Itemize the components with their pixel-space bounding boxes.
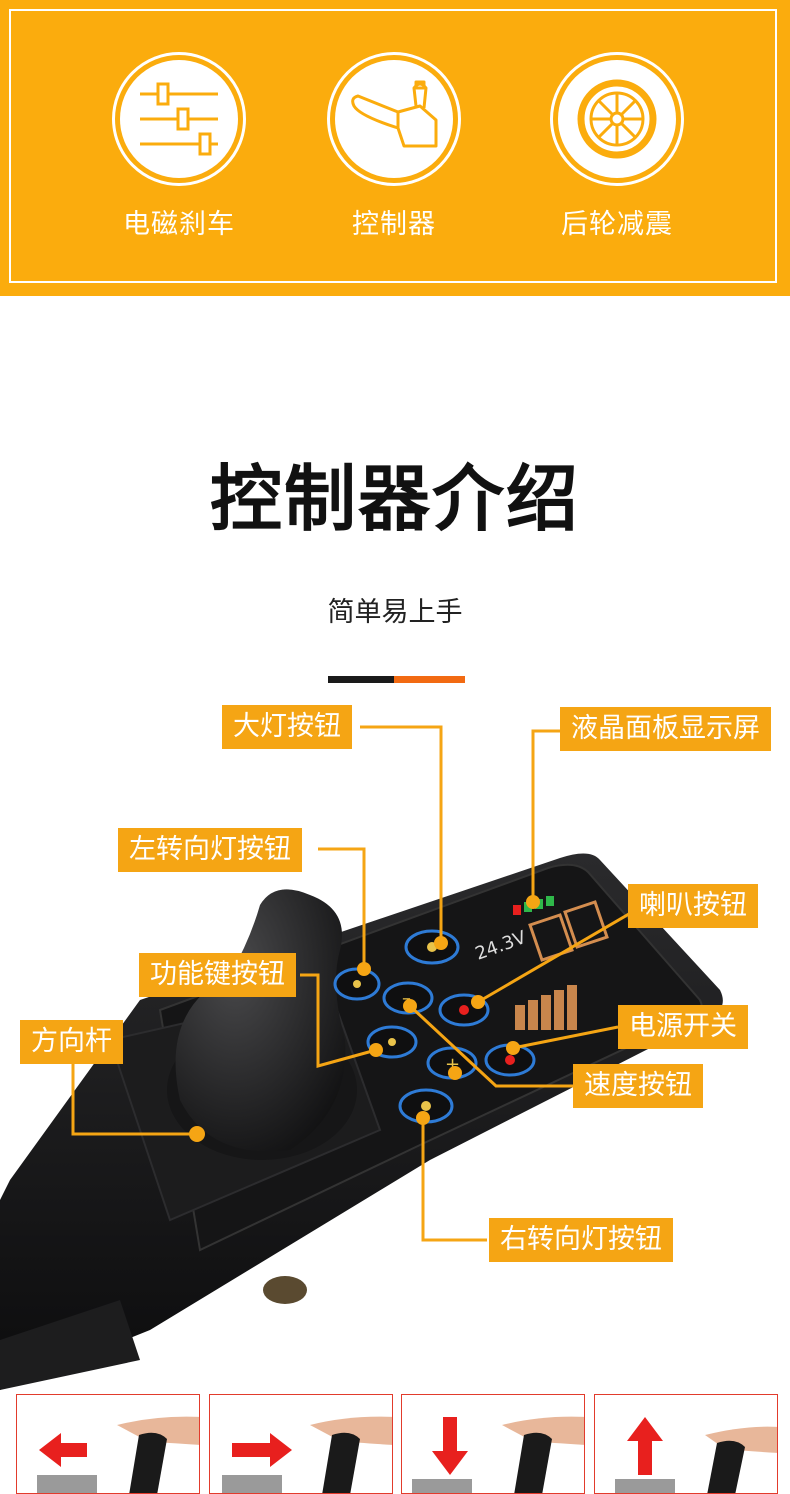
left-arrow-icon (39, 1433, 87, 1467)
joystick-connector (71, 1058, 197, 1136)
slider-controls-icon (120, 60, 238, 178)
function-connector (300, 973, 377, 1068)
lcd-dot (526, 895, 540, 909)
down-arrow-icon (432, 1417, 468, 1475)
feature-controller-label: 控制器 (352, 209, 436, 240)
right-turn-dot (416, 1111, 430, 1125)
callout-joystick: 方向杆 (20, 1020, 123, 1064)
speed-connector (408, 1004, 575, 1088)
headlight-dot (434, 936, 448, 950)
callout-headlight: 大灯按钮 (222, 705, 352, 749)
headlight-connector (360, 725, 443, 943)
section-subtitle: 简单易上手 (327, 597, 463, 628)
feature-brake-label: 电磁刹车 (123, 209, 235, 240)
up-arrow-icon (627, 1417, 663, 1475)
callout-horn: 喇叭按钮 (628, 884, 758, 928)
right-arrow-icon (232, 1433, 292, 1467)
feature-controller-ring (327, 52, 461, 186)
horn-connector (477, 905, 642, 1004)
lcd-connector (531, 729, 563, 902)
section-title: 控制器介绍 (209, 457, 580, 541)
direction-thumb-right (209, 1394, 393, 1494)
right-turn-connector (421, 1118, 487, 1242)
joystick-dot (189, 1126, 205, 1142)
svg-text:–: – (402, 988, 411, 1009)
joystick-controller-icon (335, 60, 453, 178)
title-underline-orange (394, 676, 465, 683)
direction-thumb-left (16, 1394, 200, 1494)
direction-thumb-up (594, 1394, 778, 1494)
function-dot (369, 1043, 383, 1057)
left-turn-dot (357, 962, 371, 976)
speed-dot-2 (403, 999, 417, 1013)
feature-banner: 电磁刹车 控制器 (0, 0, 790, 296)
direction-thumbnails (0, 1392, 790, 1494)
direction-thumb-down (401, 1394, 585, 1494)
callout-lcd: 液晶面板显示屏 (560, 707, 771, 751)
callout-right-turn: 右转向灯按钮 (489, 1218, 673, 1262)
feature-suspension: 后轮减震 (547, 52, 687, 241)
callout-function: 功能键按钮 (139, 953, 296, 997)
callout-power: 电源开关 (618, 1005, 748, 1049)
title-underline-dark (328, 676, 394, 683)
banner-frame (9, 9, 777, 283)
feature-brake: 电磁刹车 (109, 52, 249, 241)
feature-suspension-label: 后轮减震 (561, 209, 673, 240)
power-dot (506, 1041, 520, 1055)
power-connector (512, 1025, 619, 1050)
feature-brake-ring (112, 52, 246, 186)
callout-speed: 速度按钮 (573, 1064, 703, 1108)
left-turn-connector (318, 847, 366, 969)
horn-dot (471, 995, 485, 1009)
wheel-icon (558, 60, 676, 178)
feature-suspension-ring (550, 52, 684, 186)
feature-controller: 控制器 (324, 52, 464, 241)
callout-left-turn: 左转向灯按钮 (118, 828, 302, 872)
speed-dot (448, 1066, 462, 1080)
